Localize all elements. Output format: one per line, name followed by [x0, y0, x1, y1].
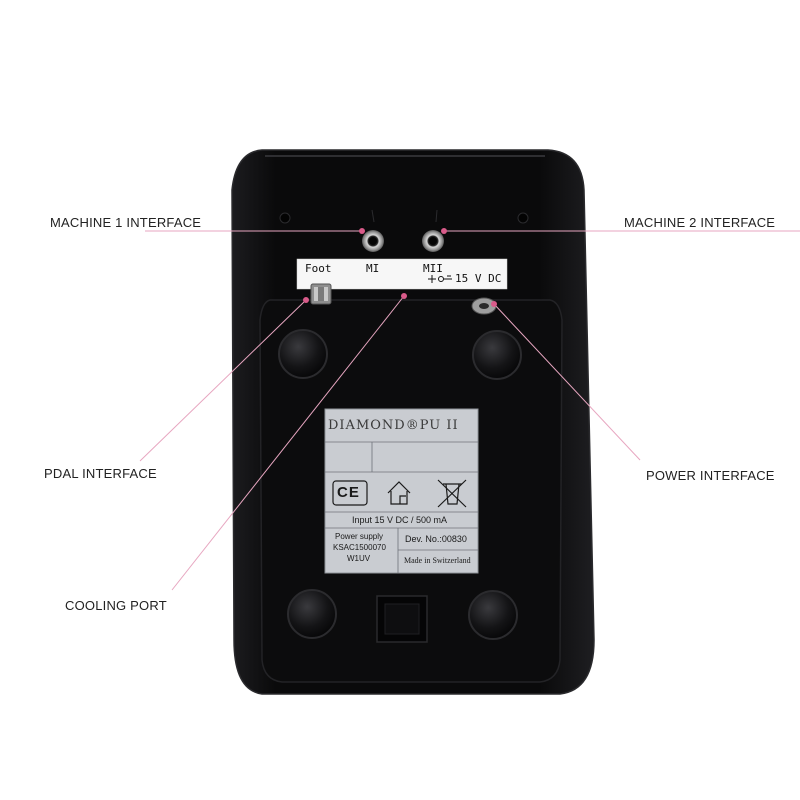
dc-polarity-icon — [428, 275, 452, 283]
rubber-foot-top-right — [472, 330, 522, 380]
leader-dots — [303, 228, 497, 307]
weee-crossed-bin-icon — [437, 479, 467, 508]
label-device-number: Dev. No.:00830 — [405, 534, 467, 544]
callout-machine-2-interface: MACHINE 2 INTERFACE — [624, 215, 776, 230]
machine-2-jack — [422, 230, 444, 252]
label-power-supply-model: KSAC1500070 — [333, 543, 386, 552]
label-input-rating: Input 15 V DC / 500 mA — [352, 515, 448, 525]
label-brand-name: DIAMOND®PU II — [328, 418, 459, 433]
product-label — [324, 408, 479, 574]
label-made-in: Made in Switzerland — [404, 556, 471, 565]
port-label-foot: Foot — [305, 262, 332, 275]
callout-machine-1-interface: MACHINE 1 INTERFACE — [50, 215, 202, 230]
power-connector — [471, 297, 497, 315]
port-label-voltage: 15 V DC — [455, 272, 502, 285]
label-power-supply: Power supply — [335, 532, 384, 541]
callout-power-interface: POWER INTERFACE — [646, 468, 775, 483]
cooling-vent — [376, 595, 428, 643]
pedal-connector — [310, 283, 332, 305]
rubber-foot-top-left — [278, 329, 328, 379]
rubber-foot-bottom-left — [287, 589, 337, 639]
label-power-supply-code: W1UV — [347, 554, 371, 563]
rubber-foot-bottom-right — [468, 590, 518, 640]
indoor-use-house-icon — [387, 481, 411, 505]
ce-mark-box — [332, 480, 368, 506]
callout-pedal-interface: PDAL INTERFACE — [44, 466, 157, 481]
leader-lines — [139, 230, 800, 591]
machine-1-jack — [362, 230, 384, 252]
port-label-m2: MII — [423, 262, 443, 275]
port-label-strip — [296, 258, 508, 290]
ce-mark: CE — [337, 484, 360, 501]
port-label-m1: MI — [366, 262, 380, 275]
callout-cooling-port: COOLING PORT — [65, 598, 167, 613]
